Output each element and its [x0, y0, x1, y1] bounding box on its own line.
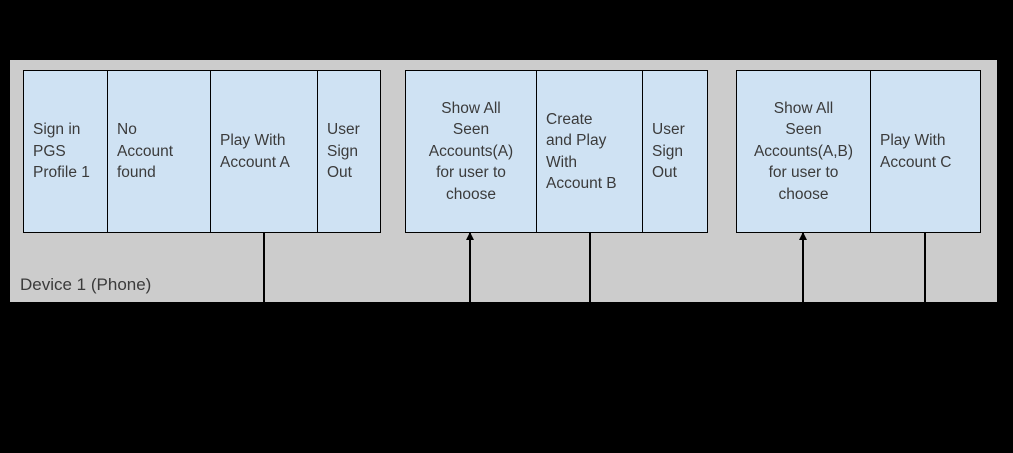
- connector-arrow-show-all-seen-accounts-a: [466, 232, 474, 302]
- state-box-sign-in-pgs-profile-1: Sign in PGS Profile 1: [23, 70, 108, 233]
- state-group-1: Sign in PGS Profile 1 No Account found P…: [23, 70, 381, 233]
- state-box-label: User Sign Out: [652, 121, 685, 182]
- state-box-show-all-seen-accounts-a: Show All Seen Accounts(A) for user to ch…: [405, 70, 537, 233]
- device-swimlane: Sign in PGS Profile 1 No Account found P…: [10, 60, 997, 302]
- state-box-label: Sign in PGS Profile 1: [33, 121, 90, 182]
- connector-line-play-with-account-c: [924, 233, 926, 302]
- arrow-up-icon: [799, 232, 807, 240]
- state-box-user-sign-out-2: User Sign Out: [643, 70, 708, 233]
- state-group-3: Show All Seen Accounts(A,B) for user to …: [736, 70, 981, 233]
- state-box-user-sign-out-1: User Sign Out: [318, 70, 381, 233]
- state-box-show-all-seen-accounts-a-b: Show All Seen Accounts(A,B) for user to …: [736, 70, 871, 233]
- state-box-label: Play With Account A: [220, 132, 290, 171]
- device-lane-label: Device 1 (Phone): [20, 275, 152, 294]
- state-box-label: Play With Account C: [880, 132, 952, 171]
- state-box-no-account-found: No Account found: [108, 70, 211, 233]
- state-box-label: Create and Play With Account B: [546, 110, 617, 193]
- state-box-label: User Sign Out: [327, 121, 360, 182]
- state-box-create-and-play-with-account-b: Create and Play With Account B: [537, 70, 643, 233]
- state-box-label: Show All Seen Accounts(A,B) for user to …: [753, 99, 854, 203]
- connector-line-play-with-account-a: [263, 233, 265, 302]
- state-group-2: Show All Seen Accounts(A) for user to ch…: [405, 70, 708, 233]
- connector-arrow-show-all-seen-accounts-a-b: [799, 232, 807, 302]
- state-box-play-with-account-c: Play With Account C: [871, 70, 981, 233]
- state-box-play-with-account-a: Play With Account A: [211, 70, 318, 233]
- state-box-label: No Account found: [117, 121, 174, 182]
- state-box-label: Show All Seen Accounts(A) for user to ch…: [428, 99, 514, 203]
- arrow-up-icon: [466, 232, 474, 240]
- connector-line-create-and-play-with-account-b: [589, 233, 591, 302]
